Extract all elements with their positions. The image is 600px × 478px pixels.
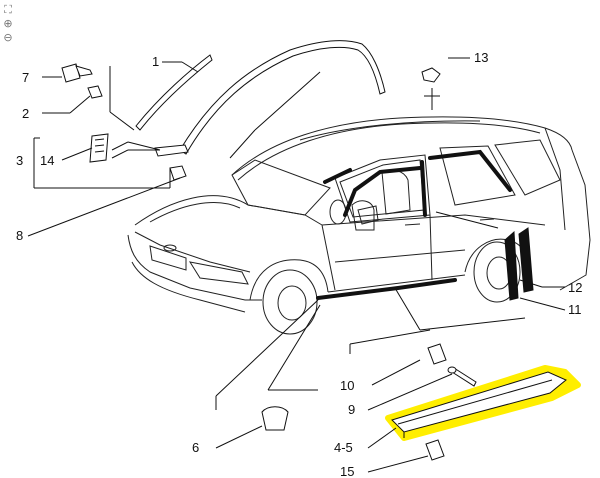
pillar-trims [504, 227, 534, 301]
callout-2: 2 [22, 106, 29, 121]
callout-13: 13 [474, 50, 488, 65]
callout-9: 9 [348, 402, 355, 417]
callout-10: 10 [340, 378, 354, 393]
pointer-arrows [111, 141, 161, 159]
callout-14: 14 [40, 153, 54, 168]
zoom-in-icon[interactable]: ⊕ [3, 17, 13, 30]
sill-moulding-part [385, 365, 581, 441]
callout-8: 8 [16, 228, 23, 243]
callout-6: 6 [192, 440, 199, 455]
small-parts [61, 63, 477, 461]
car-illustration [127, 116, 591, 335]
callout-labels: 1 2 3 4-5 6 7 8 9 10 11 12 13 14 15 [16, 50, 582, 478]
zoom-out-icon[interactable]: ⊖ [3, 31, 13, 44]
callout-7: 7 [22, 70, 29, 85]
roof-moulding-part [135, 40, 386, 157]
callout-15: 15 [340, 464, 354, 478]
callout-4-5: 4-5 [334, 440, 353, 455]
callout-1: 1 [152, 54, 159, 69]
callout-3: 3 [16, 153, 23, 168]
callout-12: 12 [568, 280, 582, 295]
callout-11: 11 [568, 302, 582, 317]
leader-lines [27, 57, 566, 473]
fit-screen-icon[interactable]: ⛶ [4, 3, 12, 16]
